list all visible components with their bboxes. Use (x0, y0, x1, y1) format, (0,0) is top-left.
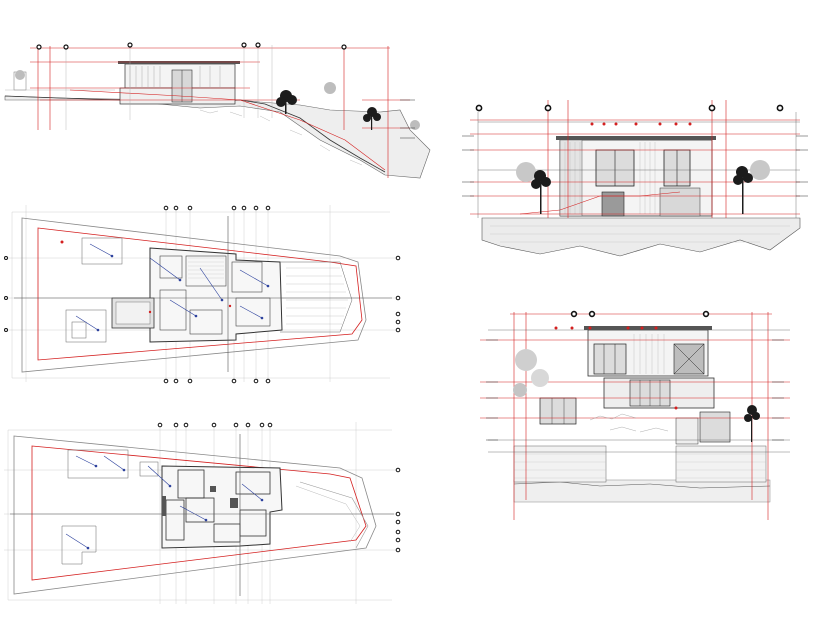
section-tree-3 (15, 70, 420, 130)
upper-floor-plan-drawing (4, 205, 401, 384)
side-elevation-drawing (480, 310, 790, 520)
front-elevation-tree-right (733, 160, 770, 214)
upper-plan-building (149, 247, 283, 343)
side-elevation-window-lower (539, 397, 577, 425)
lower-plan-building (161, 465, 283, 549)
section-ground-fill (4, 95, 431, 179)
front-elevation-door (601, 191, 625, 217)
upper-plan-site-boundary (21, 217, 367, 373)
front-elevation-tree-left (516, 162, 551, 214)
side-elevation-stone-wall-left (513, 445, 607, 483)
section-tree-1 (276, 90, 297, 114)
site-section-drawing (4, 42, 431, 179)
section-roof-slab (118, 61, 240, 64)
side-elevation-stone-wall-right (675, 445, 767, 483)
side-elevation-tree-right (744, 405, 760, 442)
lower-floor-plan-drawing (4, 422, 401, 604)
side-elevation-ground (513, 479, 771, 503)
front-elevation-ground (481, 217, 801, 257)
side-elevation-window-upper (593, 343, 627, 375)
side-elevation-tree-left (513, 349, 549, 397)
front-elevation-drawing (462, 100, 808, 257)
lower-plan-site-boundary (13, 435, 377, 595)
lower-plan-setback (31, 445, 367, 581)
section-tree-2 (363, 107, 381, 130)
